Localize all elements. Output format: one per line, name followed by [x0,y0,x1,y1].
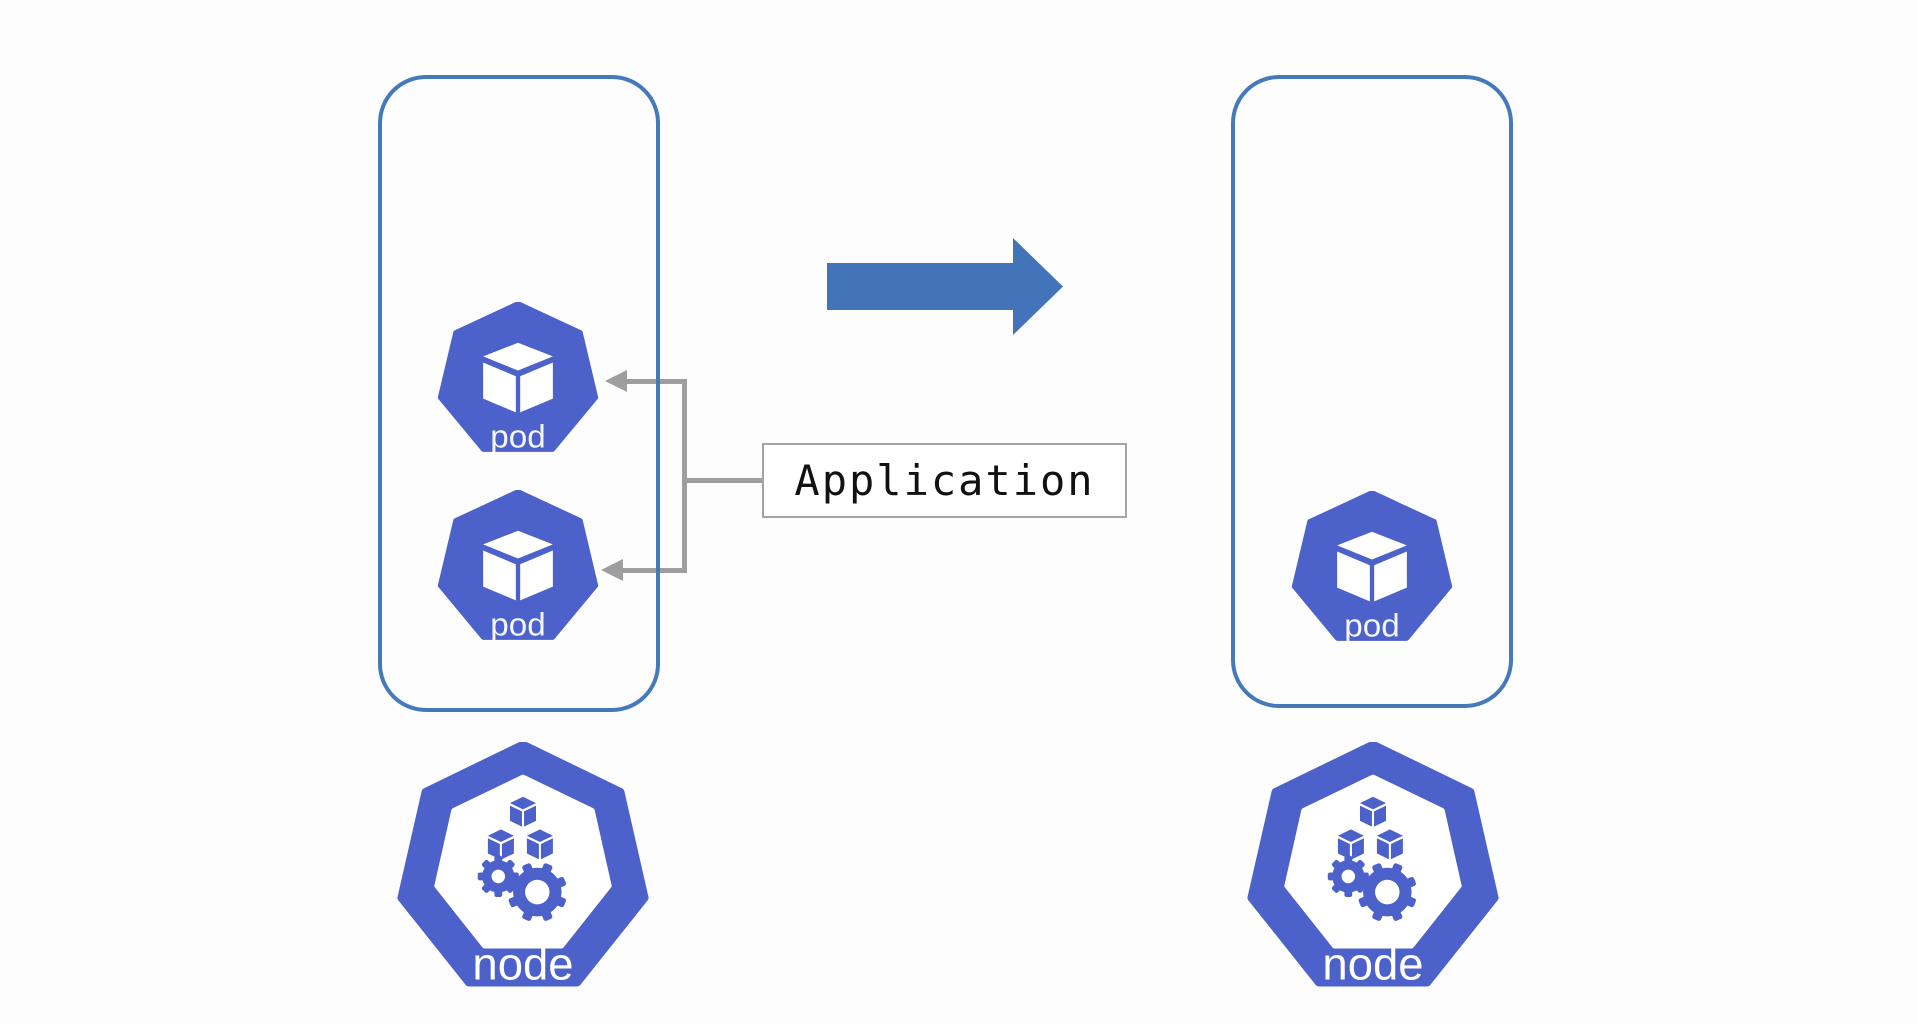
node-label: node [1322,938,1423,989]
pod-icon: pod [1289,491,1455,643]
pod-label: pod [1344,607,1399,643]
right-block-arrow-icon [827,238,1063,335]
pod-icon: pod [435,302,601,454]
left-arrowhead-icon [605,370,627,392]
left-arrowhead-icon [601,559,623,581]
node-icon: node [1243,742,1503,990]
right-cluster-boundary [1231,75,1513,708]
connector-middle-line [684,478,764,483]
connector-bottom-line [622,568,687,573]
pod-label: pod [490,418,545,454]
pod-label: pod [490,606,545,642]
application-label-box: Application [762,443,1127,518]
pod-icon: pod [435,490,601,642]
connector-vertical-line [682,379,687,573]
node-icon: node [393,742,653,990]
node-label: node [472,938,573,989]
application-label: Application [794,456,1095,505]
left-cluster-boundary [378,75,660,712]
